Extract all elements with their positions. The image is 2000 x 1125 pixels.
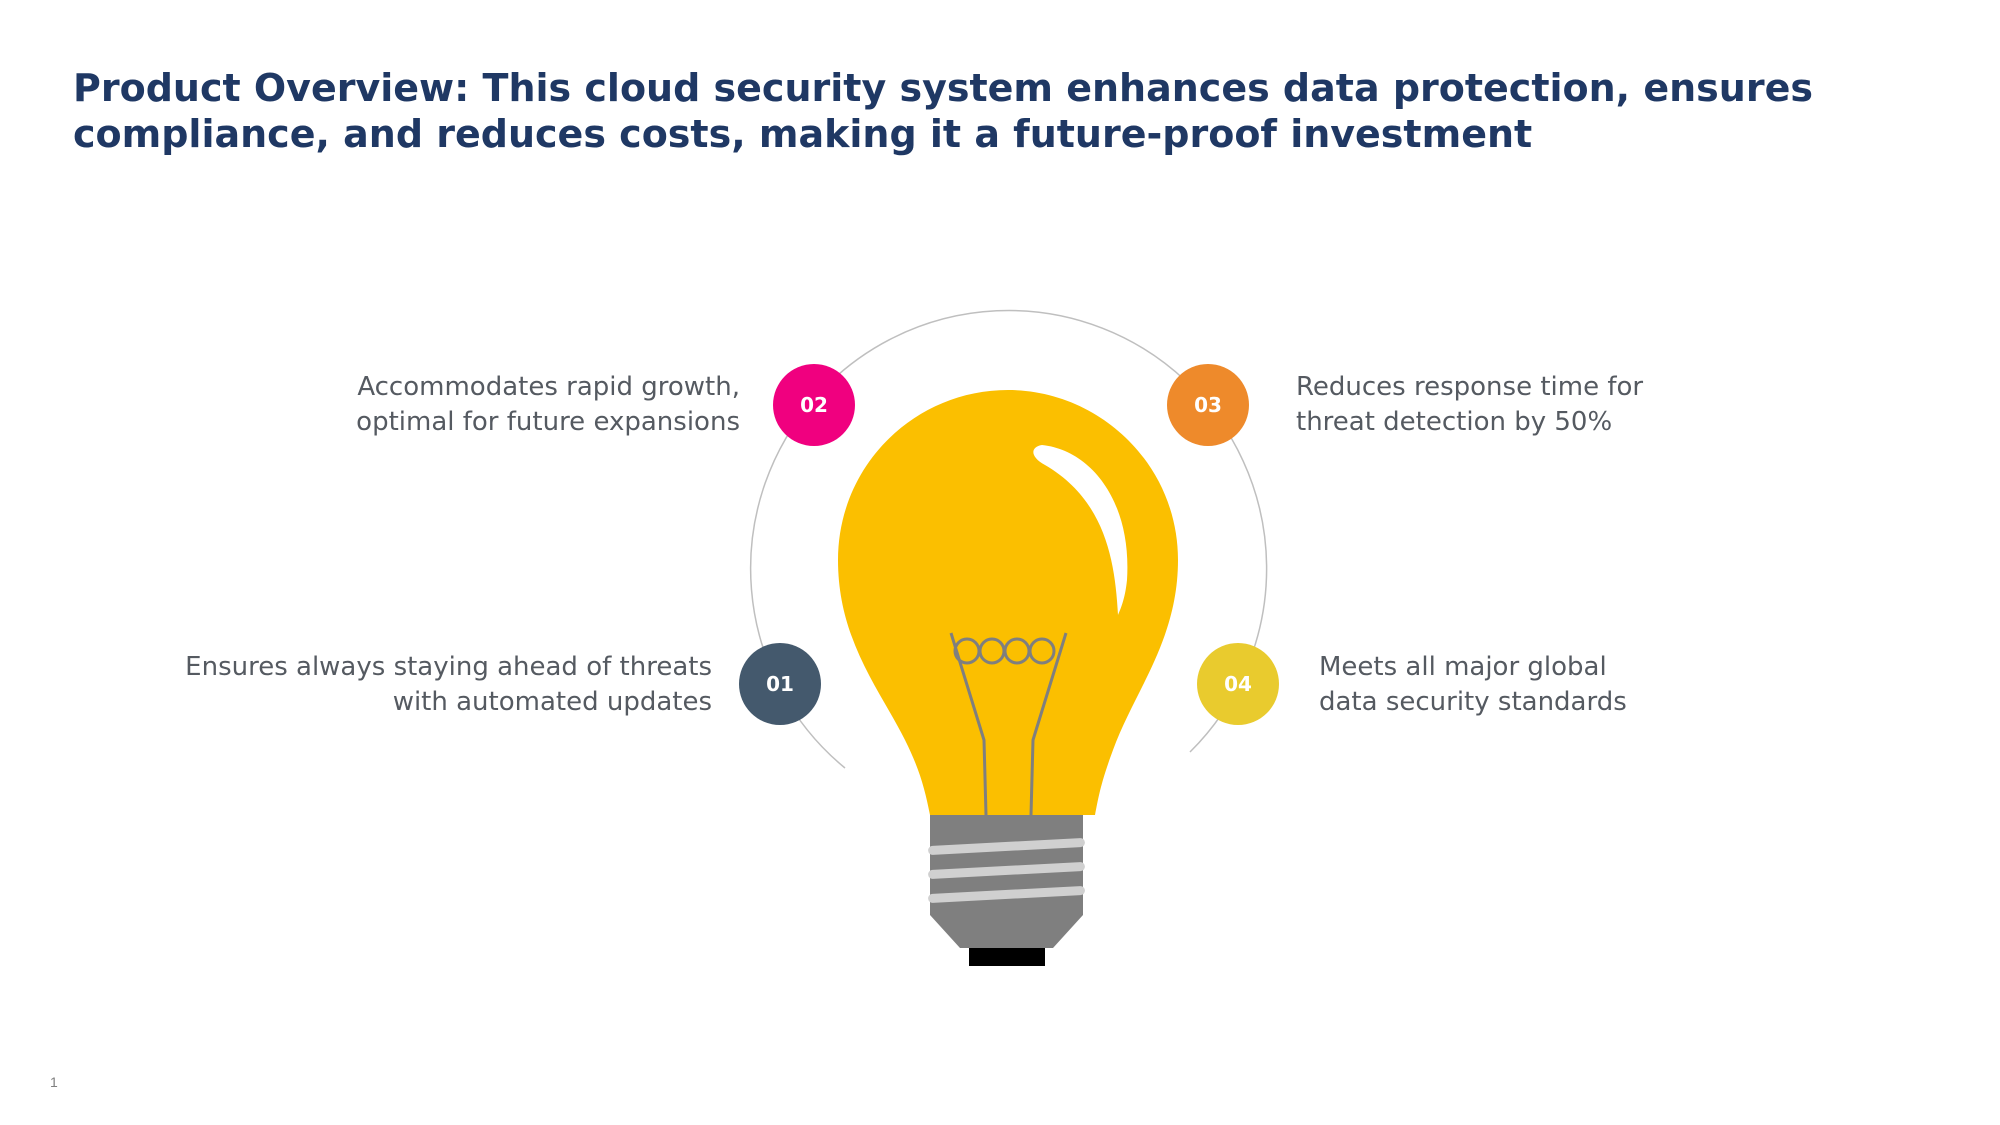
item-02-text: Accommodates rapid growth, optimal for f…: [340, 370, 740, 440]
item-01-line1: Ensures always staying ahead of threats: [185, 652, 712, 682]
item-03-badge: 03: [1167, 364, 1249, 446]
item-01-badge: 01: [739, 643, 821, 725]
bulb-highlight: [1033, 445, 1128, 615]
slide-title: Product Overview: This cloud security sy…: [73, 66, 1813, 156]
item-02-badge: 02: [773, 364, 855, 446]
item-03-text: Reduces response time for threat detecti…: [1296, 370, 1746, 440]
item-04-line1: Meets all major global: [1319, 652, 1607, 682]
lightbulb-icon: [838, 390, 1178, 815]
item-03-number: 03: [1194, 393, 1222, 417]
item-02-number: 02: [800, 393, 828, 417]
bulb-base: [928, 815, 1085, 966]
item-04-text: Meets all major global data security sta…: [1319, 650, 1769, 720]
item-03-line1: Reduces response time for: [1296, 372, 1644, 402]
item-01-number: 01: [766, 672, 794, 696]
item-04-number: 04: [1224, 672, 1252, 696]
item-04-line2: data security standards: [1319, 687, 1627, 717]
diagram-arc: [749, 309, 1268, 769]
item-01-line2: with automated updates: [392, 687, 712, 717]
bulb-filament: [949, 632, 1068, 816]
item-01-text: Ensures always staying ahead of threats …: [160, 650, 712, 720]
item-02-line1: Accommodates rapid growth,: [357, 372, 740, 402]
item-02-line2: optimal for future expansions: [356, 407, 740, 437]
page-number: 1: [50, 1074, 58, 1090]
item-04-badge: 04: [1197, 643, 1279, 725]
item-03-line2: threat detection by 50%: [1296, 407, 1613, 437]
